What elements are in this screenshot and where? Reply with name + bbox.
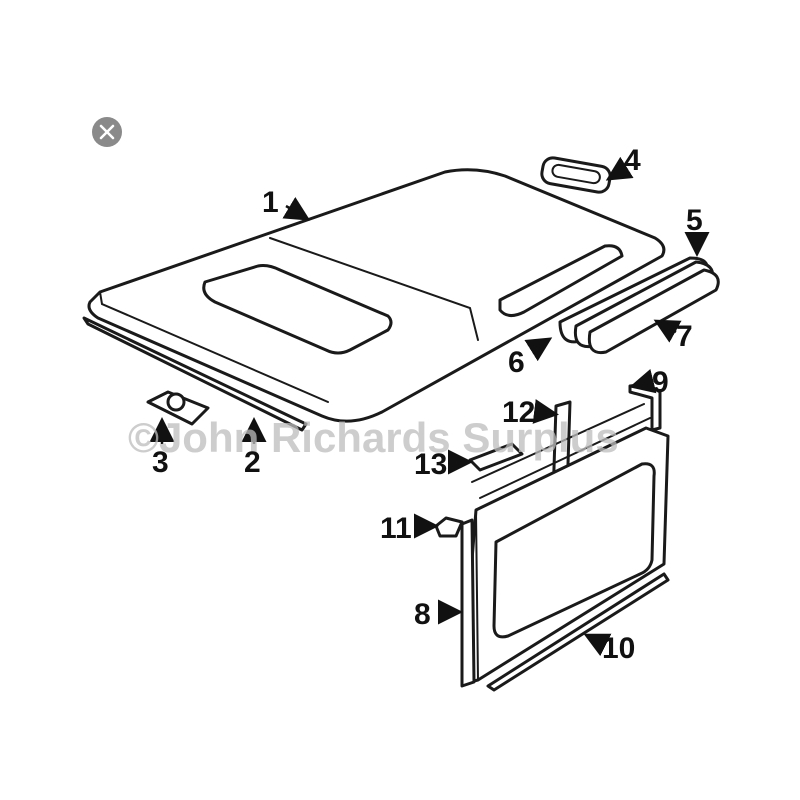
leader-arrows <box>149 156 710 657</box>
leader-7 <box>653 319 682 343</box>
close-button[interactable] <box>92 117 122 147</box>
callout-8: 8 <box>414 598 431 631</box>
small-strip <box>468 442 524 472</box>
callout-10: 10 <box>602 632 635 665</box>
callout-13: 13 <box>414 448 447 481</box>
roof-panel <box>87 168 666 423</box>
callout-12: 12 <box>502 396 535 429</box>
callout-11: 11 <box>380 512 412 545</box>
leader-10 <box>583 633 612 657</box>
small-clip <box>434 516 464 538</box>
callout-7: 7 <box>676 320 693 353</box>
vent-grille <box>540 156 612 194</box>
callout-5: 5 <box>686 204 703 237</box>
leader-4 <box>605 156 634 181</box>
callout-9: 9 <box>652 366 669 399</box>
side-rail-seal <box>82 316 308 432</box>
callout-1: 1 <box>262 186 279 219</box>
clip-plate <box>146 390 210 426</box>
leader-9 <box>629 369 657 394</box>
rear-door-frame <box>460 403 670 688</box>
callout-6: 6 <box>508 346 525 379</box>
callout-2: 2 <box>244 446 261 479</box>
close-icon <box>99 124 115 140</box>
callout-4: 4 <box>624 144 641 177</box>
rear-seal-stack <box>558 256 720 355</box>
callout-3: 3 <box>152 446 169 479</box>
watermark-text: ©John Richards Surplus <box>128 414 619 461</box>
leader-6 <box>524 337 553 362</box>
leader-1 <box>282 196 311 221</box>
bottom-seal <box>486 572 670 692</box>
leader-12 <box>532 399 559 424</box>
